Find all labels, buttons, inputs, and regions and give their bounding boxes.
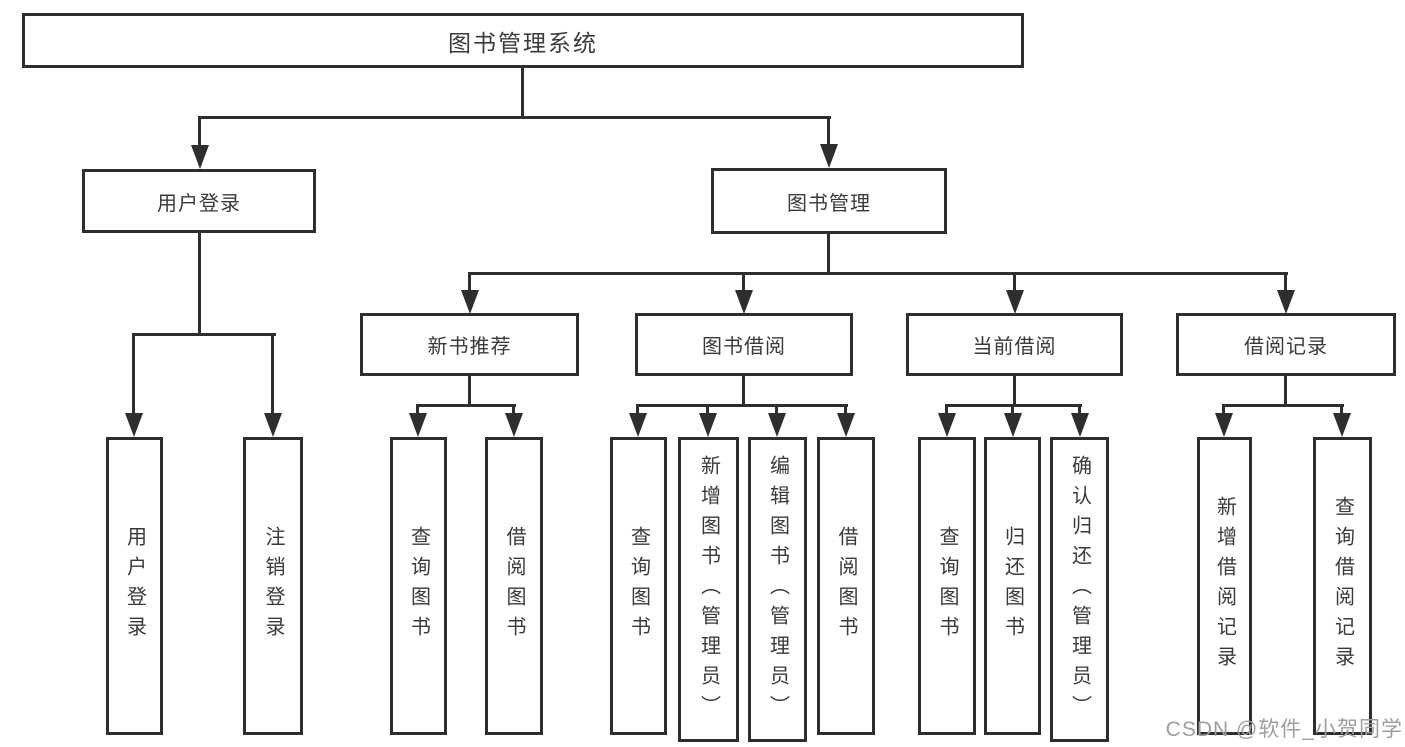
connector-line: [1284, 376, 1287, 407]
leaf-logout: 注销登录: [243, 437, 303, 735]
arrow-down-icon: [938, 413, 956, 437]
arrow-down-icon: [461, 290, 479, 314]
connector-line: [742, 376, 745, 407]
node-new-book-recommendation: 新书推荐: [360, 313, 579, 376]
node-user-login: 用户登录: [82, 169, 316, 233]
connector-line: [827, 116, 830, 147]
leaf-query-books-borrowing: 查询图书: [610, 437, 667, 735]
leaf-confirm-return-admin: 确认归还（管理员）: [1050, 437, 1109, 742]
arrow-down-icon: [1333, 413, 1351, 437]
leaf-add-books-admin: 新增图书（管理员）: [678, 437, 739, 742]
connector-line: [468, 272, 1288, 275]
arrow-down-icon: [837, 413, 855, 437]
connector-line: [132, 333, 135, 415]
arrow-down-icon: [125, 413, 143, 437]
csdn-watermark: CSDN @软件_小贺同学: [1165, 718, 1403, 741]
arrow-down-icon: [409, 413, 427, 437]
leaf-borrow-books-recommend: 借阅图书: [485, 437, 543, 735]
arrow-down-icon: [735, 290, 753, 314]
connector-line: [416, 404, 419, 416]
node-book-borrowing: 图书借阅: [635, 313, 853, 376]
connector-line: [844, 404, 847, 416]
arrow-down-icon: [191, 145, 209, 169]
leaf-query-books-current: 查询图书: [918, 437, 976, 735]
connector-line: [827, 234, 830, 275]
arrow-down-icon: [264, 413, 282, 437]
connector-line: [1011, 404, 1014, 416]
connector-line: [1222, 404, 1344, 407]
arrow-down-icon: [768, 413, 786, 437]
connector-line: [271, 333, 274, 415]
connector-line: [1222, 404, 1225, 416]
leaf-return-books: 归还图书: [984, 437, 1041, 735]
connector-line: [1340, 404, 1343, 416]
node-current-borrowing: 当前借阅: [906, 313, 1123, 376]
connector-line: [1013, 376, 1016, 407]
leaf-add-borrow-record: 新增借阅记录: [1197, 437, 1252, 735]
arrow-down-icon: [505, 413, 523, 437]
arrow-down-icon: [699, 413, 717, 437]
leaf-borrow-books-borrowing: 借阅图书: [817, 437, 875, 735]
connector-line: [132, 333, 276, 336]
arrow-down-icon: [1277, 290, 1295, 314]
connector-line: [468, 376, 471, 407]
connector-line: [468, 272, 471, 294]
connector-line: [945, 404, 948, 416]
connector-line: [1013, 272, 1016, 294]
arrow-down-icon: [1004, 413, 1022, 437]
arrow-down-icon: [1006, 290, 1024, 314]
arrow-down-icon: [629, 413, 647, 437]
leaf-query-books-recommend: 查询图书: [390, 437, 447, 735]
connector-line: [1284, 272, 1287, 294]
leaf-user-login: 用户登录: [106, 437, 163, 735]
leaf-query-borrow-record: 查询借阅记录: [1313, 437, 1372, 735]
node-library-management-system: 图书管理系统: [22, 13, 1024, 68]
leaf-edit-books-admin: 编辑图书（管理员）: [748, 437, 807, 742]
connector-line: [775, 404, 778, 416]
connector-line: [636, 404, 848, 407]
connector-line: [521, 68, 524, 117]
connector-line: [198, 116, 201, 148]
connector-line: [706, 404, 709, 416]
connector-line: [742, 272, 745, 294]
node-book-management: 图书管理: [711, 168, 947, 234]
arrow-down-icon: [1215, 413, 1233, 437]
arrow-down-icon: [1071, 413, 1089, 437]
connector-line: [636, 404, 639, 416]
connector-line: [416, 404, 516, 407]
arrow-down-icon: [820, 144, 838, 168]
node-borrow-records: 借阅记录: [1176, 313, 1396, 376]
connector-line: [512, 404, 515, 416]
connector-line: [198, 116, 831, 119]
connector-line: [198, 233, 201, 336]
connector-line: [1078, 404, 1081, 416]
